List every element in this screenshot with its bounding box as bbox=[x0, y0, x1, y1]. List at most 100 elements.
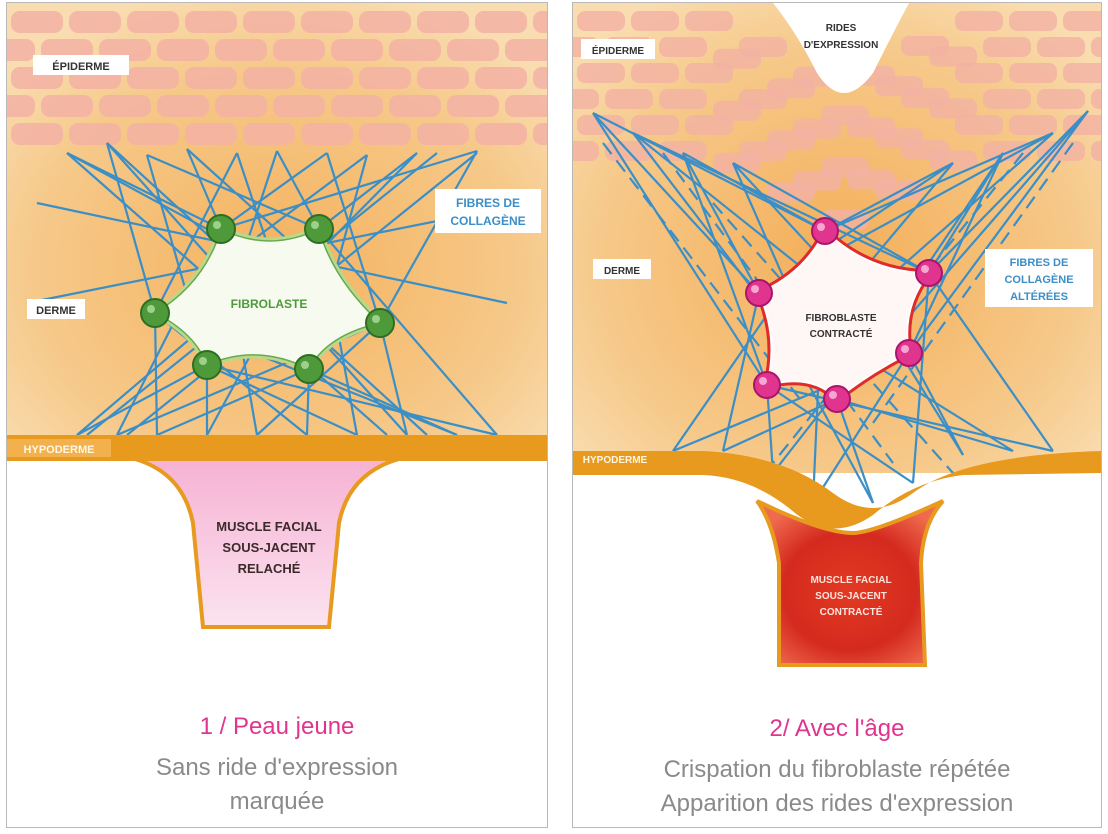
epiderm-cell bbox=[69, 11, 121, 33]
epiderm-cell bbox=[533, 123, 548, 145]
epiderm-cell bbox=[1037, 89, 1085, 109]
epiderm-cell bbox=[11, 11, 63, 33]
epiderm-cell bbox=[573, 89, 599, 109]
epiderm-cell bbox=[7, 39, 35, 61]
fibres-label-line1: FIBRES DE bbox=[1010, 257, 1069, 269]
epiderm-cell bbox=[359, 123, 411, 145]
epiderm-cell bbox=[7, 95, 35, 117]
epiderm-cell bbox=[301, 11, 353, 33]
epiderm-cell bbox=[185, 123, 237, 145]
epiderm-cell bbox=[685, 11, 733, 31]
epiderm-cell bbox=[301, 67, 353, 89]
fibroblaste-label-line1: FIBROBLASTE bbox=[805, 313, 876, 324]
epiderm-cell bbox=[331, 39, 383, 61]
hypoderme-label: HYPODERME bbox=[24, 444, 95, 456]
epiderm-cell bbox=[1009, 115, 1057, 135]
epiderm-cell bbox=[955, 11, 1003, 31]
epiderm-cell bbox=[605, 89, 653, 109]
epiderm-cell bbox=[685, 63, 733, 83]
epiderm-cell bbox=[475, 67, 527, 89]
caption-line-2: marquée bbox=[7, 785, 547, 819]
epiderm-cell bbox=[11, 123, 63, 145]
fibres-label-line2: COLLAGÈNE bbox=[450, 213, 525, 228]
epiderm-cell bbox=[185, 11, 237, 33]
fibroblast-node bbox=[295, 355, 323, 383]
epiderm-cell bbox=[573, 141, 599, 161]
epiderm-cell bbox=[577, 63, 625, 83]
fibroblaste-label-line2: CONTRACTÉ bbox=[810, 327, 873, 340]
aged-skin-illustration: ÉPIDERME RIDES D'EXPRESSION DERME HYPODE… bbox=[573, 3, 1102, 828]
epiderm-cell bbox=[1037, 141, 1085, 161]
epiderm-cell bbox=[631, 115, 679, 135]
fibres-label-line3: ALTÉRÉES bbox=[1010, 290, 1068, 303]
epiderm-cell bbox=[273, 95, 325, 117]
epiderm-cell bbox=[983, 89, 1031, 109]
epiderm-cell bbox=[389, 39, 441, 61]
epiderm-cell bbox=[475, 11, 527, 33]
epiderm-cell bbox=[983, 37, 1031, 57]
epiderm-cell bbox=[215, 39, 267, 61]
epiderm-cell bbox=[1009, 11, 1057, 31]
epiderm-cell bbox=[331, 95, 383, 117]
fibroblast-node-highlight bbox=[921, 265, 929, 273]
epiderm-cell bbox=[99, 95, 151, 117]
fibroblast-node-highlight bbox=[751, 285, 759, 293]
epiderm-cell bbox=[955, 63, 1003, 83]
epiderm-cell bbox=[127, 11, 179, 33]
epiderm-cell bbox=[41, 95, 93, 117]
epiderm-cell bbox=[389, 95, 441, 117]
epiderm-cell bbox=[359, 67, 411, 89]
fibroblast-node bbox=[193, 351, 221, 379]
epiderm-cell bbox=[359, 11, 411, 33]
fibroblast-node-highlight bbox=[301, 361, 309, 369]
fibroblast-node bbox=[824, 386, 850, 412]
fibroblast-node bbox=[812, 218, 838, 244]
fibres-label-line1: FIBRES DE bbox=[456, 196, 520, 210]
fibroblast-node-highlight bbox=[817, 223, 825, 231]
fibroblast-node-highlight bbox=[759, 377, 767, 385]
fibres-label-line2: COLLAGÈNE bbox=[1004, 273, 1073, 286]
fibroblast-node-highlight bbox=[199, 357, 207, 365]
caption-title: 1 / Peau jeune bbox=[7, 713, 547, 741]
epiderme-label: ÉPIDERME bbox=[592, 44, 645, 57]
muscle-label-line1: MUSCLE FACIAL bbox=[810, 575, 891, 586]
epiderm-cell bbox=[157, 39, 209, 61]
fibroblast-node bbox=[366, 309, 394, 337]
epiderm-cell bbox=[1063, 63, 1102, 83]
young-skin-illustration: ÉPIDERME DERME HYPODERME FIBRES DE COLLA… bbox=[7, 3, 548, 828]
epiderm-cell bbox=[127, 67, 179, 89]
fibroblast-node-highlight bbox=[372, 315, 380, 323]
fibroblast-node-highlight bbox=[901, 345, 909, 353]
epiderm-cell bbox=[417, 123, 469, 145]
epiderm-cell bbox=[577, 11, 625, 31]
epiderm-cell bbox=[243, 123, 295, 145]
muscle-label-line1: MUSCLE FACIAL bbox=[216, 519, 322, 534]
muscle-label-line2: SOUS-JACENT bbox=[815, 591, 887, 602]
epiderm-cell bbox=[301, 123, 353, 145]
muscle-label-line3: CONTRACTÉ bbox=[820, 605, 883, 618]
fibroblaste-label: FIBROLASTE bbox=[231, 297, 308, 311]
epiderm-cell bbox=[447, 39, 499, 61]
caption-title: 2/ Avec l'âge bbox=[573, 715, 1101, 743]
fibroblast-node bbox=[305, 215, 333, 243]
fibroblast-node bbox=[916, 260, 942, 286]
epiderm-cell bbox=[505, 95, 548, 117]
fibroblast-node bbox=[754, 372, 780, 398]
epiderm-cell bbox=[215, 95, 267, 117]
epiderm-cell bbox=[631, 11, 679, 31]
muscle-label-line2: SOUS-JACENT bbox=[222, 540, 315, 555]
caption-line-1: Crispation du fibroblaste répétée bbox=[573, 753, 1101, 787]
caption-line-2: Apparition des rides d'expression bbox=[573, 787, 1101, 821]
muscle-label-line3: RELACHÉ bbox=[238, 561, 301, 576]
epiderm-cell bbox=[273, 39, 325, 61]
epiderm-cell bbox=[1037, 37, 1085, 57]
fibroblast-node bbox=[141, 299, 169, 327]
fibroblast-node-highlight bbox=[829, 391, 837, 399]
epiderm-cell bbox=[631, 63, 679, 83]
epiderm-cell bbox=[533, 67, 548, 89]
epiderm-cell bbox=[1009, 63, 1057, 83]
epiderm-cell bbox=[157, 95, 209, 117]
epiderm-cell bbox=[69, 123, 121, 145]
epiderm-cell bbox=[685, 115, 733, 135]
rides-label-line1: RIDES bbox=[826, 23, 857, 34]
